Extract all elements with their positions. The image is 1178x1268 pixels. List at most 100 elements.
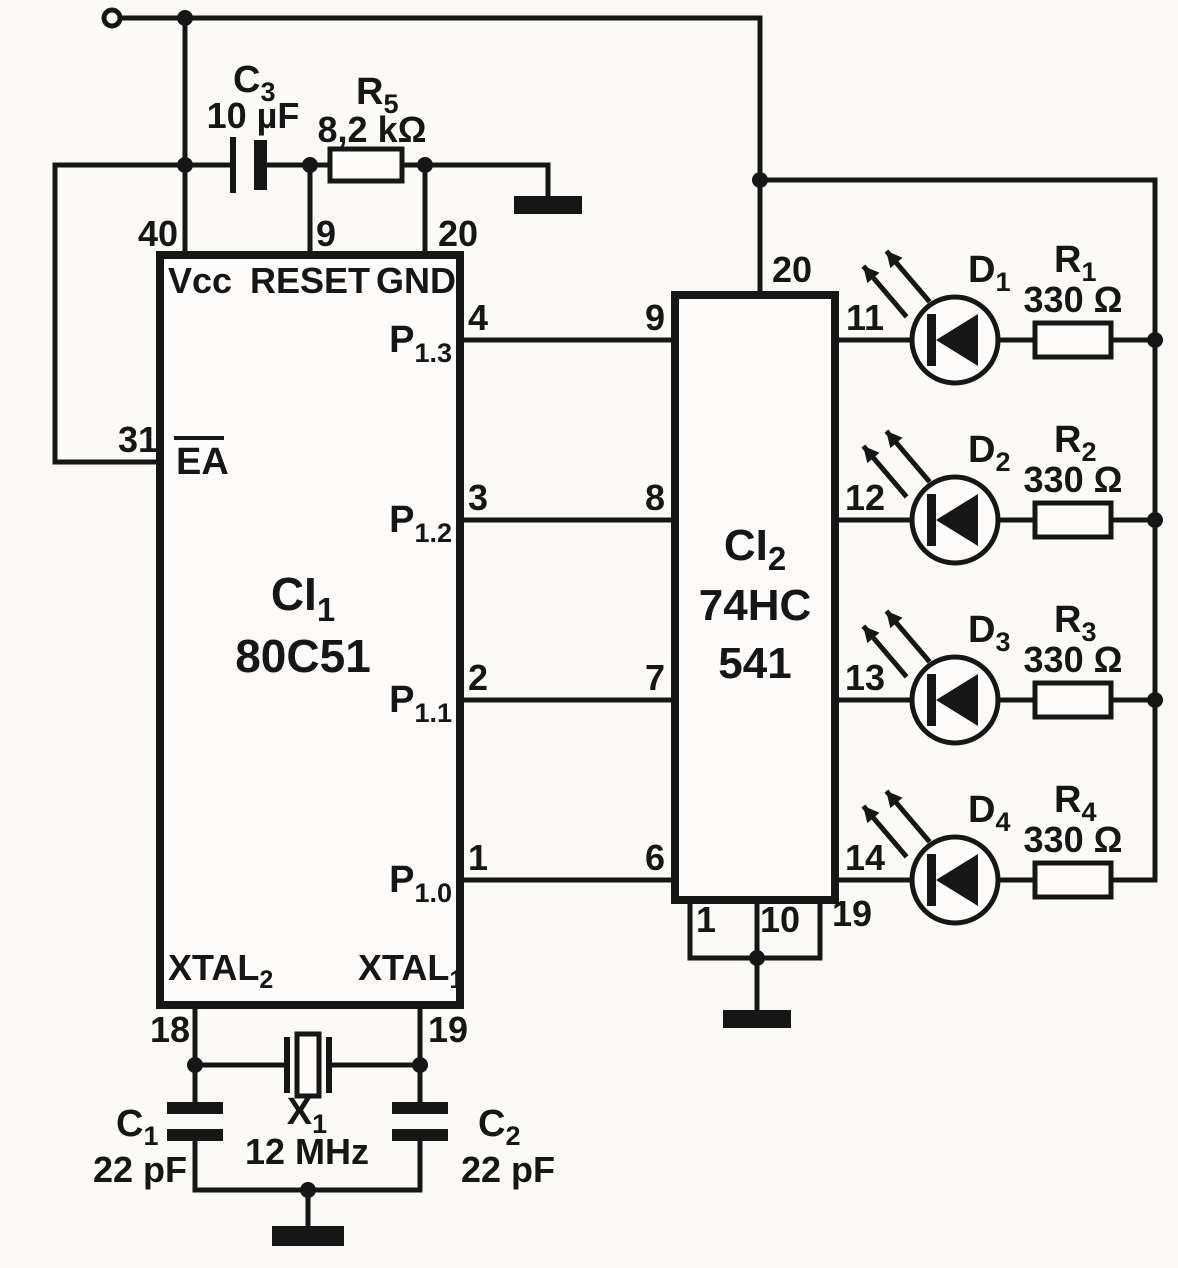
xtal1-pin-label: XTAL1 [358,947,463,994]
ea-pin-label: EA [176,441,229,483]
r3-value: 330 Ω [1024,639,1123,680]
junction-dot [177,157,193,173]
pin-number-20-ci2: 20 [772,249,812,290]
resistor-r5-body [327,146,405,184]
junction-dot [752,172,768,188]
junction-dot [749,950,765,966]
wire-ea-loop [52,162,188,465]
d2-label: D2 [968,429,1010,477]
pin-number-9-ci2: 9 [645,297,665,338]
led-emission-arrow [884,429,932,484]
resistor-r2-body [1032,500,1114,540]
ci1-80c51: 40 9 20 Vcc RESET GND 31 EA CI1 80C51 P1… [118,213,488,1050]
ground-symbol [723,1010,791,1028]
c2-label: C2 [478,1103,520,1151]
port-bus-wires [457,337,678,883]
led-d4-cathode-bar [927,854,936,906]
ci2-74hc541: 20 9 8 7 6 11 12 13 14 CI2 74HC 541 1 10… [645,249,885,1028]
port-label-p13: P1.3 [389,319,452,368]
resistor-r4-body [1032,860,1114,900]
pin-number-31: 31 [118,419,158,460]
capacitor-c2-plate [392,1102,448,1114]
pin-number-40: 40 [138,213,178,254]
resistor-r1-body [1032,320,1114,360]
c1-value: 22 pF [93,1149,187,1190]
led-emission-arrow [884,249,932,304]
ci2-part-line1: 74HC [699,581,812,630]
ci2-part-line2: 541 [718,639,791,688]
pin-number-7-ci2: 7 [645,657,665,698]
ci2-name: CI2 [724,521,786,577]
crystal-x1-body [294,1031,322,1099]
led-emission-arrow [861,624,909,679]
led-emission-arrow [884,789,932,844]
junction-dot [412,1057,428,1073]
pin-number-9: 9 [316,213,336,254]
ground-symbol [272,1226,344,1246]
led-d3-cathode-bar [927,674,936,726]
capacitor-c1-plate [167,1129,223,1141]
led-d4-anode-triangle [936,854,978,906]
junction-dot [1147,692,1163,708]
d4-label: D4 [968,789,1010,837]
capacitor-c2-plate [392,1129,448,1141]
x1-label: X1 [287,1091,327,1139]
c1-label: C1 [116,1103,158,1151]
resistor-r3-body [1032,680,1114,720]
junction-dot [1147,512,1163,528]
junction-dot [187,1057,203,1073]
led-d2-anode-triangle [936,494,978,546]
junction-dot [302,157,318,173]
led-emission-arrow [861,264,909,319]
pin-number-10-ci2: 10 [760,899,800,940]
junction-dot [417,157,433,173]
led-d1-anode-triangle [936,314,978,366]
r2-value: 330 Ω [1024,459,1123,500]
capacitor-c1-plate [167,1102,223,1114]
pin-number-14: 14 [845,837,885,878]
pin-number-20: 20 [438,213,478,254]
c2-value: 22 pF [461,1149,555,1190]
led-emission-arrow [861,804,909,859]
pin-number-12: 12 [845,477,885,518]
r4-value: 330 Ω [1024,819,1123,860]
led-row-2: D2 R2 330 Ω [832,419,1163,566]
r1-label: R1 [1054,239,1096,287]
pin-number-13: 13 [845,657,885,698]
d3-label: D3 [968,609,1010,657]
pin-number-4: 4 [468,297,488,338]
x1-value: 12 MHz [245,1131,369,1172]
gnd-pin-label: GND [376,260,456,301]
reset-circuit: C3 10 µF R5 8,2 kΩ [52,59,582,465]
capacitor-c3-plate [254,140,267,190]
port-label-p12: P1.2 [389,499,452,548]
r2-label: R2 [1054,419,1096,467]
wire-led-rail [757,177,1158,883]
pin-number-1-ci2: 1 [696,899,716,940]
junction-dot [1147,332,1163,348]
pin-number-3: 3 [468,477,488,518]
pin-number-18: 18 [150,1009,190,1050]
led-d3-anode-triangle [936,674,978,726]
led-row-1: D1 R1 330 Ω [832,239,1163,386]
led-emission-arrow [884,609,932,664]
r5-label: R5 [356,71,398,119]
power-rail [101,7,1158,883]
reset-pin-label: RESET [250,260,370,301]
pin-number-6-ci2: 6 [645,837,665,878]
xtal2-pin-label: XTAL2 [168,947,273,994]
junction-dot [177,10,193,26]
led-emission-arrow [861,444,909,499]
oscillator-circuit: X1 12 MHz C1 22 pF C2 22 pF [93,1002,555,1246]
r1-value: 330 Ω [1024,279,1123,320]
ci1-name: CI1 [271,568,335,628]
r3-label: R3 [1054,599,1096,647]
led-d1-cathode-bar [927,314,936,366]
ground-symbol [514,196,582,214]
ci1-body [156,251,464,1009]
led-row-4: D4 R4 330 Ω [832,779,1158,926]
port-label-p11: P1.1 [389,679,452,728]
pin-number-11: 11 [846,297,884,338]
d1-label: D1 [968,249,1010,297]
